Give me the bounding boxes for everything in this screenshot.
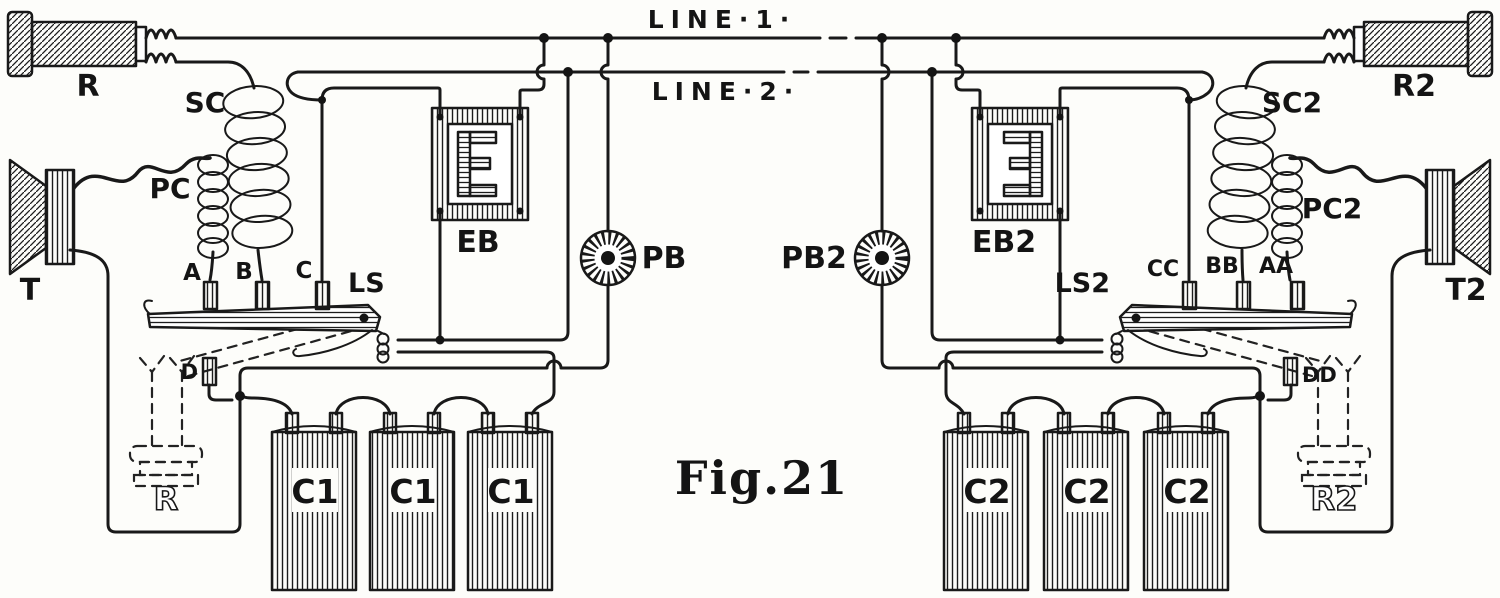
primary-coil-right: [1271, 154, 1303, 259]
contact-cc: [1181, 280, 1198, 311]
lever-switch-left: [143, 280, 390, 387]
contact-c-label: C: [296, 258, 313, 284]
contact-a-label: A: [183, 260, 201, 286]
figure-title: Fig.21: [675, 451, 849, 505]
transmitter-left-label: T: [20, 273, 41, 308]
contact-cc-label: CC: [1147, 257, 1179, 282]
line2-label: LINE·2·: [652, 77, 801, 106]
junction-dots: [235, 33, 1265, 401]
secondary-coil-right-label: SC2: [1262, 86, 1322, 119]
line1-label: LINE·1·: [648, 5, 797, 34]
contact-b: [254, 280, 271, 311]
cell-c1-1: [270, 411, 358, 592]
hook-receiver-left-label: R: [154, 480, 179, 518]
electromagnet-left: [430, 106, 530, 222]
contact-d: [201, 356, 218, 387]
contact-b-label: B: [235, 259, 253, 285]
primary-coil-left: [197, 154, 229, 259]
battery-left: [270, 411, 554, 592]
lever-switch-left-label: LS: [348, 268, 385, 299]
receiver-right-label: R2: [1392, 69, 1436, 104]
contact-aa: [1289, 280, 1306, 311]
cell-c2-1: [942, 411, 1030, 592]
receiver-left-label: R: [76, 69, 99, 104]
receiver-left: [6, 10, 178, 78]
cell-c1-2: [368, 411, 456, 592]
cell-c1-3-label: C1: [487, 472, 534, 511]
cell-c2-3: [1142, 411, 1230, 592]
electromagnet-left-label: EB: [456, 225, 499, 260]
battery-right: [942, 411, 1230, 592]
cell-c2-2-label: C2: [1063, 472, 1110, 511]
contact-dd-label: DD: [1302, 363, 1337, 387]
hook-receiver-right: [1296, 354, 1372, 488]
secondary-coil-right: [1206, 85, 1278, 249]
push-button-right: [853, 229, 911, 287]
hook-receiver-right-label: R2: [1311, 480, 1358, 518]
push-button-left: [579, 229, 637, 287]
contact-c: [314, 280, 331, 311]
push-button-right-label: PB2: [781, 241, 847, 276]
labels: LINE·1· LINE·2· Fig.21 R SC PC T EB PB A…: [20, 5, 1487, 519]
cell-c2-2: [1042, 411, 1130, 592]
contact-a: [202, 280, 219, 311]
electromagnet-right: [970, 106, 1070, 222]
transmitter-right-label: T2: [1445, 273, 1486, 308]
cell-c1-2-label: C1: [389, 472, 436, 511]
cell-c2-3-label: C2: [1163, 472, 1210, 511]
transmitter-right: [1424, 158, 1492, 276]
cell-c2-1-label: C2: [963, 472, 1010, 511]
contact-aa-label: AA: [1259, 254, 1293, 279]
secondary-coil-left: [222, 85, 294, 249]
contact-bb-label: BB: [1205, 254, 1239, 279]
lever-switch-right-label: LS2: [1055, 268, 1110, 299]
transmitter-left: [8, 158, 76, 276]
push-button-left-label: PB: [642, 241, 687, 276]
contact-d-label: D: [181, 360, 198, 384]
primary-coil-left-label: PC: [149, 172, 190, 205]
cell-c1-1-label: C1: [291, 472, 338, 511]
hook-receiver-left: [128, 354, 204, 488]
electromagnet-right-label: EB2: [972, 225, 1036, 260]
primary-coil-right-label: PC2: [1302, 192, 1363, 225]
contact-bb: [1235, 280, 1252, 311]
secondary-coil-left-label: SC: [185, 86, 226, 119]
cell-c1-3: [466, 411, 554, 592]
contact-dd: [1282, 356, 1299, 387]
circuit-wiring: [68, 36, 1432, 534]
receiver-right: [1322, 10, 1494, 78]
lever-switch-right: [1110, 280, 1357, 387]
